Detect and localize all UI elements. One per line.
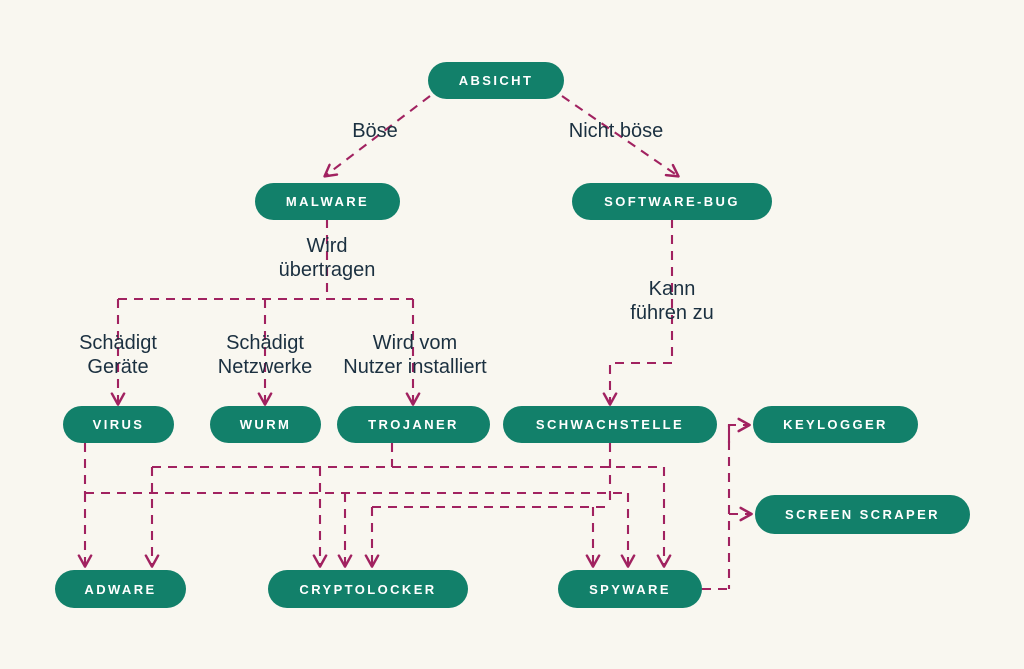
- edge-label-nicht-boese: Nicht böse: [568, 120, 664, 142]
- node-wurm[interactable]: WURM: [210, 406, 321, 443]
- node-keylogger[interactable]: KEYLOGGER: [753, 406, 918, 443]
- edge-absicht-softwarebug: [561, 95, 680, 178]
- node-spyware[interactable]: SPYWARE: [558, 570, 702, 608]
- node-schwachstelle[interactable]: SCHWACHSTELLE: [503, 406, 717, 443]
- node-cryptolocker-label: CRYPTOLOCKER: [299, 581, 437, 597]
- edge-label-schaedigt-netzwerke: Schädigt Netzwerke: [217, 332, 313, 378]
- edge-schwachstelle-keylogger: [727, 417, 751, 443]
- node-keylogger-label: KEYLOGGER: [783, 417, 888, 432]
- node-software-bug-label: SOFTWARE-BUG: [604, 194, 740, 209]
- node-adware[interactable]: ADWARE: [55, 570, 186, 608]
- node-trojaner-label: TROJANER: [368, 417, 459, 432]
- edge-label-boese: Böse: [352, 120, 398, 142]
- edge-label-wird-uebertragen: Wird übertragen: [278, 235, 376, 281]
- node-wurm-label: WURM: [239, 417, 292, 432]
- node-software-bug[interactable]: SOFTWARE-BUG: [572, 183, 772, 220]
- node-virus[interactable]: VIRUS: [63, 406, 174, 443]
- node-cryptolocker[interactable]: CRYPTOLOCKER: [268, 570, 468, 608]
- node-malware-label: MALWARE: [285, 194, 370, 209]
- node-adware-label: ADWARE: [84, 581, 157, 597]
- node-schwachstelle-label: SCHWACHSTELLE: [535, 417, 685, 432]
- edge-absicht-malware: [323, 95, 431, 178]
- node-absicht[interactable]: ABSICHT: [428, 62, 564, 99]
- node-trojaner[interactable]: TROJANER: [337, 406, 490, 443]
- edge-label-wird-vom-nutzer-installiert: Wird vom Nutzer installiert: [343, 332, 487, 378]
- node-screen-scraper-label: SCREEN SCRAPER: [785, 507, 940, 522]
- node-spyware-label: SPYWARE: [589, 581, 671, 597]
- edge-label-schaedigt-geraete: Schädigt Geräte: [79, 332, 157, 378]
- node-virus-label: VIRUS: [92, 417, 145, 432]
- edge-label-kann-fuehren-zu: Kann führen zu: [630, 278, 714, 324]
- node-screen-scraper[interactable]: SCREEN SCRAPER: [755, 495, 970, 534]
- node-malware[interactable]: MALWARE: [255, 183, 400, 220]
- node-absicht-label: ABSICHT: [458, 73, 534, 88]
- edge-softwarebug-schwachstelle: [602, 219, 674, 406]
